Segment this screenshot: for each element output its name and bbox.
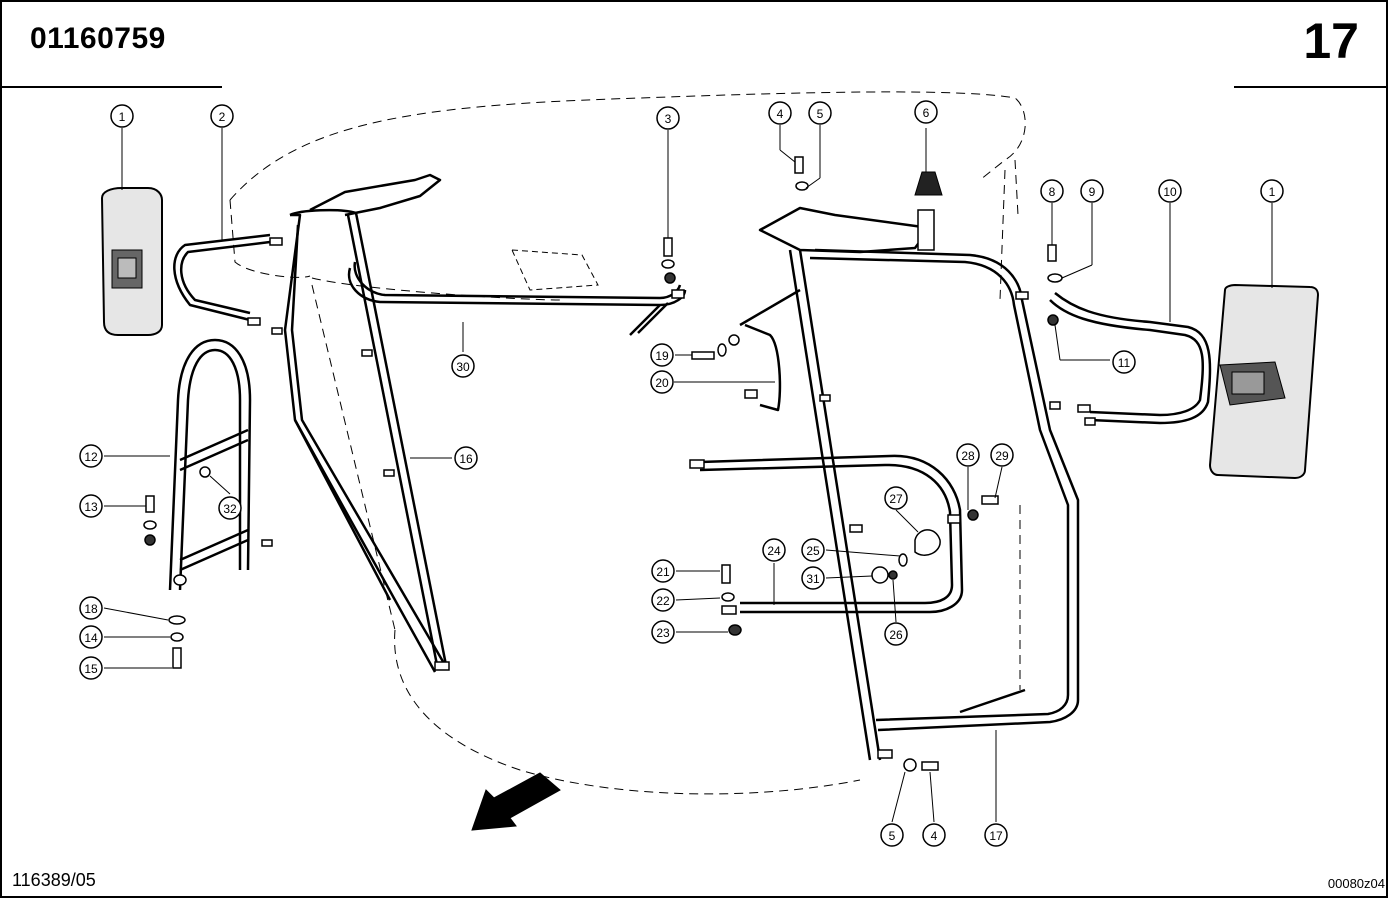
part-number-title: 01160759 — [30, 22, 166, 55]
cab-outline-dashed — [229, 91, 1026, 795]
callout-label: 29 — [995, 449, 1009, 463]
callout-label: 15 — [84, 662, 98, 676]
callout-label: 19 — [655, 349, 669, 363]
callout-label: 27 — [889, 492, 903, 506]
callout-label: 31 — [806, 572, 820, 586]
callout-label: 24 — [767, 544, 781, 558]
callout-label: 2 — [219, 110, 226, 124]
callout-label: 32 — [223, 502, 237, 516]
direction-arrow-icon — [471, 772, 561, 831]
leader-lines — [103, 125, 1273, 823]
callout-label: 21 — [656, 565, 670, 579]
callout-label: 4 — [931, 829, 938, 843]
mounting-lugs — [247, 237, 1096, 759]
callout-label: 11 — [1118, 356, 1131, 370]
callout-label: 1 — [1269, 185, 1276, 199]
rubber-stop — [914, 171, 943, 251]
callout-numbers: 1 2 3 4 5 6 1 8 9 10 11 12 13 32 30 19 2… — [84, 106, 1275, 843]
callout-label: 5 — [889, 829, 896, 843]
callout-label: 28 — [961, 449, 975, 463]
callout-label: 3 — [665, 112, 672, 126]
callout-label: 9 — [1089, 185, 1096, 199]
callout-label: 23 — [656, 626, 670, 640]
callout-label: 25 — [806, 544, 820, 558]
drawing-reference: 116389/05 — [12, 870, 96, 890]
callout-label: 6 — [923, 106, 930, 120]
callout-label: 10 — [1163, 185, 1177, 199]
mirror-left — [100, 187, 163, 336]
callout-label: 18 — [84, 602, 98, 616]
callout-label: 8 — [1049, 185, 1056, 199]
mirror-right — [1208, 283, 1320, 480]
callout-label: 1 — [119, 110, 126, 124]
window-outline — [511, 249, 599, 291]
callout-label: 17 — [989, 829, 1003, 843]
image-reference: 00080z04 — [1327, 876, 1385, 891]
callout-label: 30 — [456, 360, 470, 374]
callout-label: 14 — [84, 631, 98, 645]
page-number: 17 — [1303, 13, 1359, 69]
frame-tubes — [168, 173, 1212, 761]
fasteners — [143, 156, 1063, 772]
callout-label: 26 — [889, 628, 903, 642]
callout-label: 16 — [459, 452, 473, 466]
callout-label: 4 — [777, 107, 784, 121]
callout-label: 12 — [84, 450, 98, 464]
callout-label: 22 — [656, 594, 670, 608]
callout-circles — [79, 100, 1284, 847]
callout-label: 13 — [84, 500, 98, 514]
callout-label: 5 — [817, 107, 824, 121]
callout-label: 20 — [655, 376, 669, 390]
